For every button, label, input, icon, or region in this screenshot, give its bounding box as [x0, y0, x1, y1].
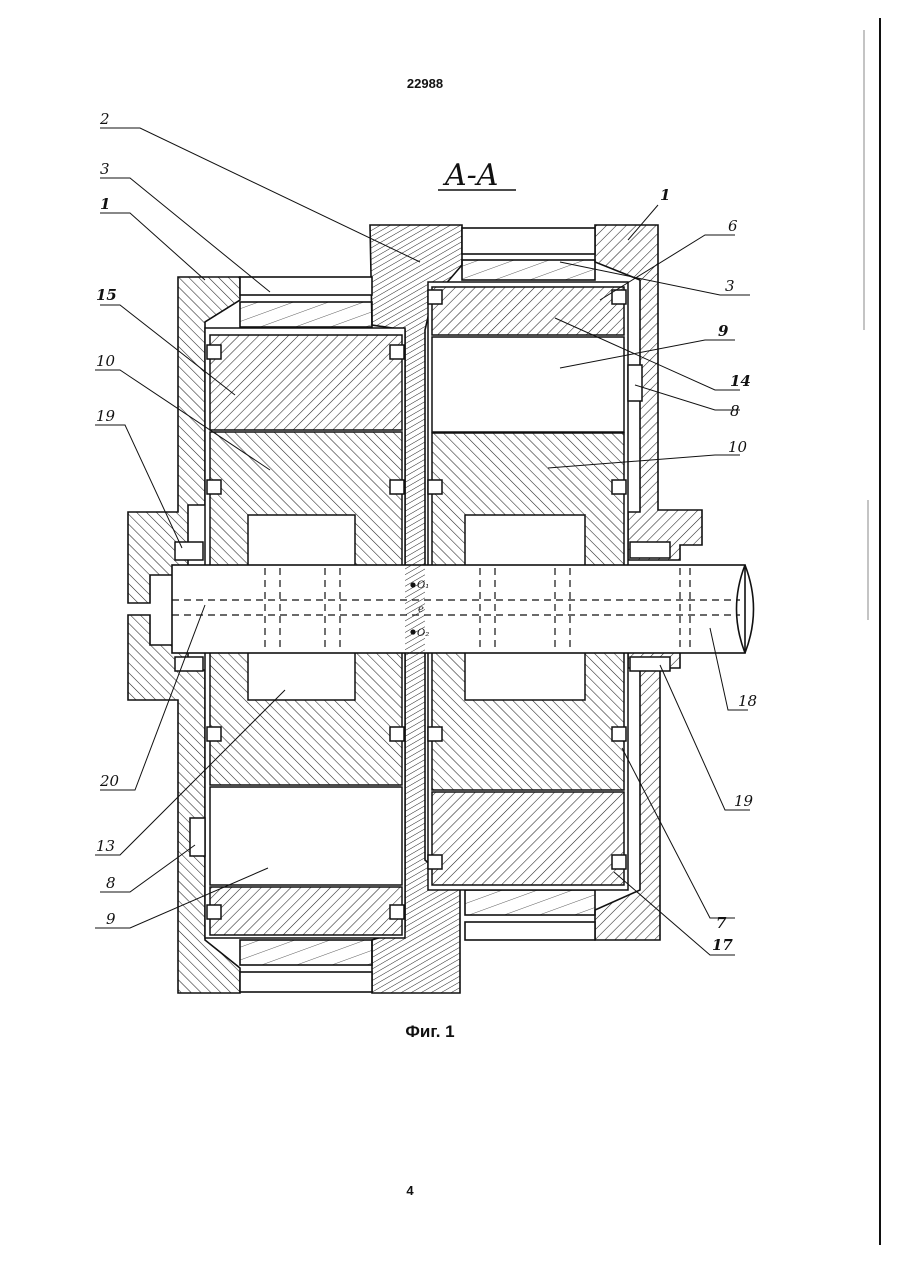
center-o1 [411, 583, 415, 587]
label-9-left: 9 [106, 910, 116, 928]
label-8-left: 8 [106, 874, 116, 892]
right-top-ring-inner [462, 260, 595, 280]
figure-caption: Фиг. 1 [350, 1022, 510, 1042]
label-2: 2 [99, 110, 110, 128]
right-chamber-9 [432, 337, 624, 432]
left-bottom-ring-outer [240, 940, 372, 965]
left-bearing-19-lower [175, 657, 203, 671]
label-9-right: 9 [718, 322, 729, 340]
right-bearing-19 [630, 542, 670, 558]
label-20: 20 [99, 772, 120, 790]
label-o2: O₂ [417, 628, 429, 639]
left-piston-lower [210, 887, 402, 935]
left-piston-15 [210, 335, 402, 430]
label-8-right: 8 [730, 402, 740, 420]
label-1-right: 1 [660, 186, 670, 204]
label-e: e [418, 604, 424, 615]
label-14: 14 [730, 372, 751, 390]
shaft-break-2 [745, 565, 754, 653]
label-10-left: 10 [96, 352, 116, 370]
label-17: 17 [712, 936, 733, 954]
center-o2 [411, 630, 415, 634]
section-title: A-A [442, 158, 498, 193]
label-19-right: 19 [734, 792, 754, 810]
label-18: 18 [738, 692, 757, 710]
right-piston-14 [432, 287, 624, 335]
left-chamber-9 [210, 787, 402, 885]
label-o1: O₁ [417, 580, 429, 591]
right-port-8 [628, 365, 642, 401]
label-19-left: 19 [96, 407, 116, 425]
label-15: 15 [96, 286, 117, 304]
left-port-8 [190, 818, 205, 856]
page-number: 4 [390, 1183, 430, 1198]
label-7: 7 [716, 914, 727, 932]
left-top-ring-outer [240, 277, 372, 295]
label-6: 6 [728, 217, 738, 235]
right-bottom-ring-inner [465, 922, 595, 940]
shaft [172, 565, 754, 653]
left-bottom-ring-inner [240, 972, 372, 992]
right-piston-lower [432, 792, 624, 885]
right-bottom-ring-outer [465, 890, 595, 915]
right-top-ring-outer [462, 228, 595, 254]
label-3-right: 3 [725, 277, 735, 295]
label-1-left: 1 [100, 195, 110, 213]
label-13: 13 [96, 837, 115, 855]
label-10-right: 10 [728, 438, 748, 456]
right-bearing-19-lower [630, 657, 670, 671]
left-bearing-19 [175, 542, 203, 560]
left-top-ring-inner [240, 302, 372, 327]
label-3-left: 3 [100, 160, 110, 178]
shaft-body [172, 565, 745, 653]
